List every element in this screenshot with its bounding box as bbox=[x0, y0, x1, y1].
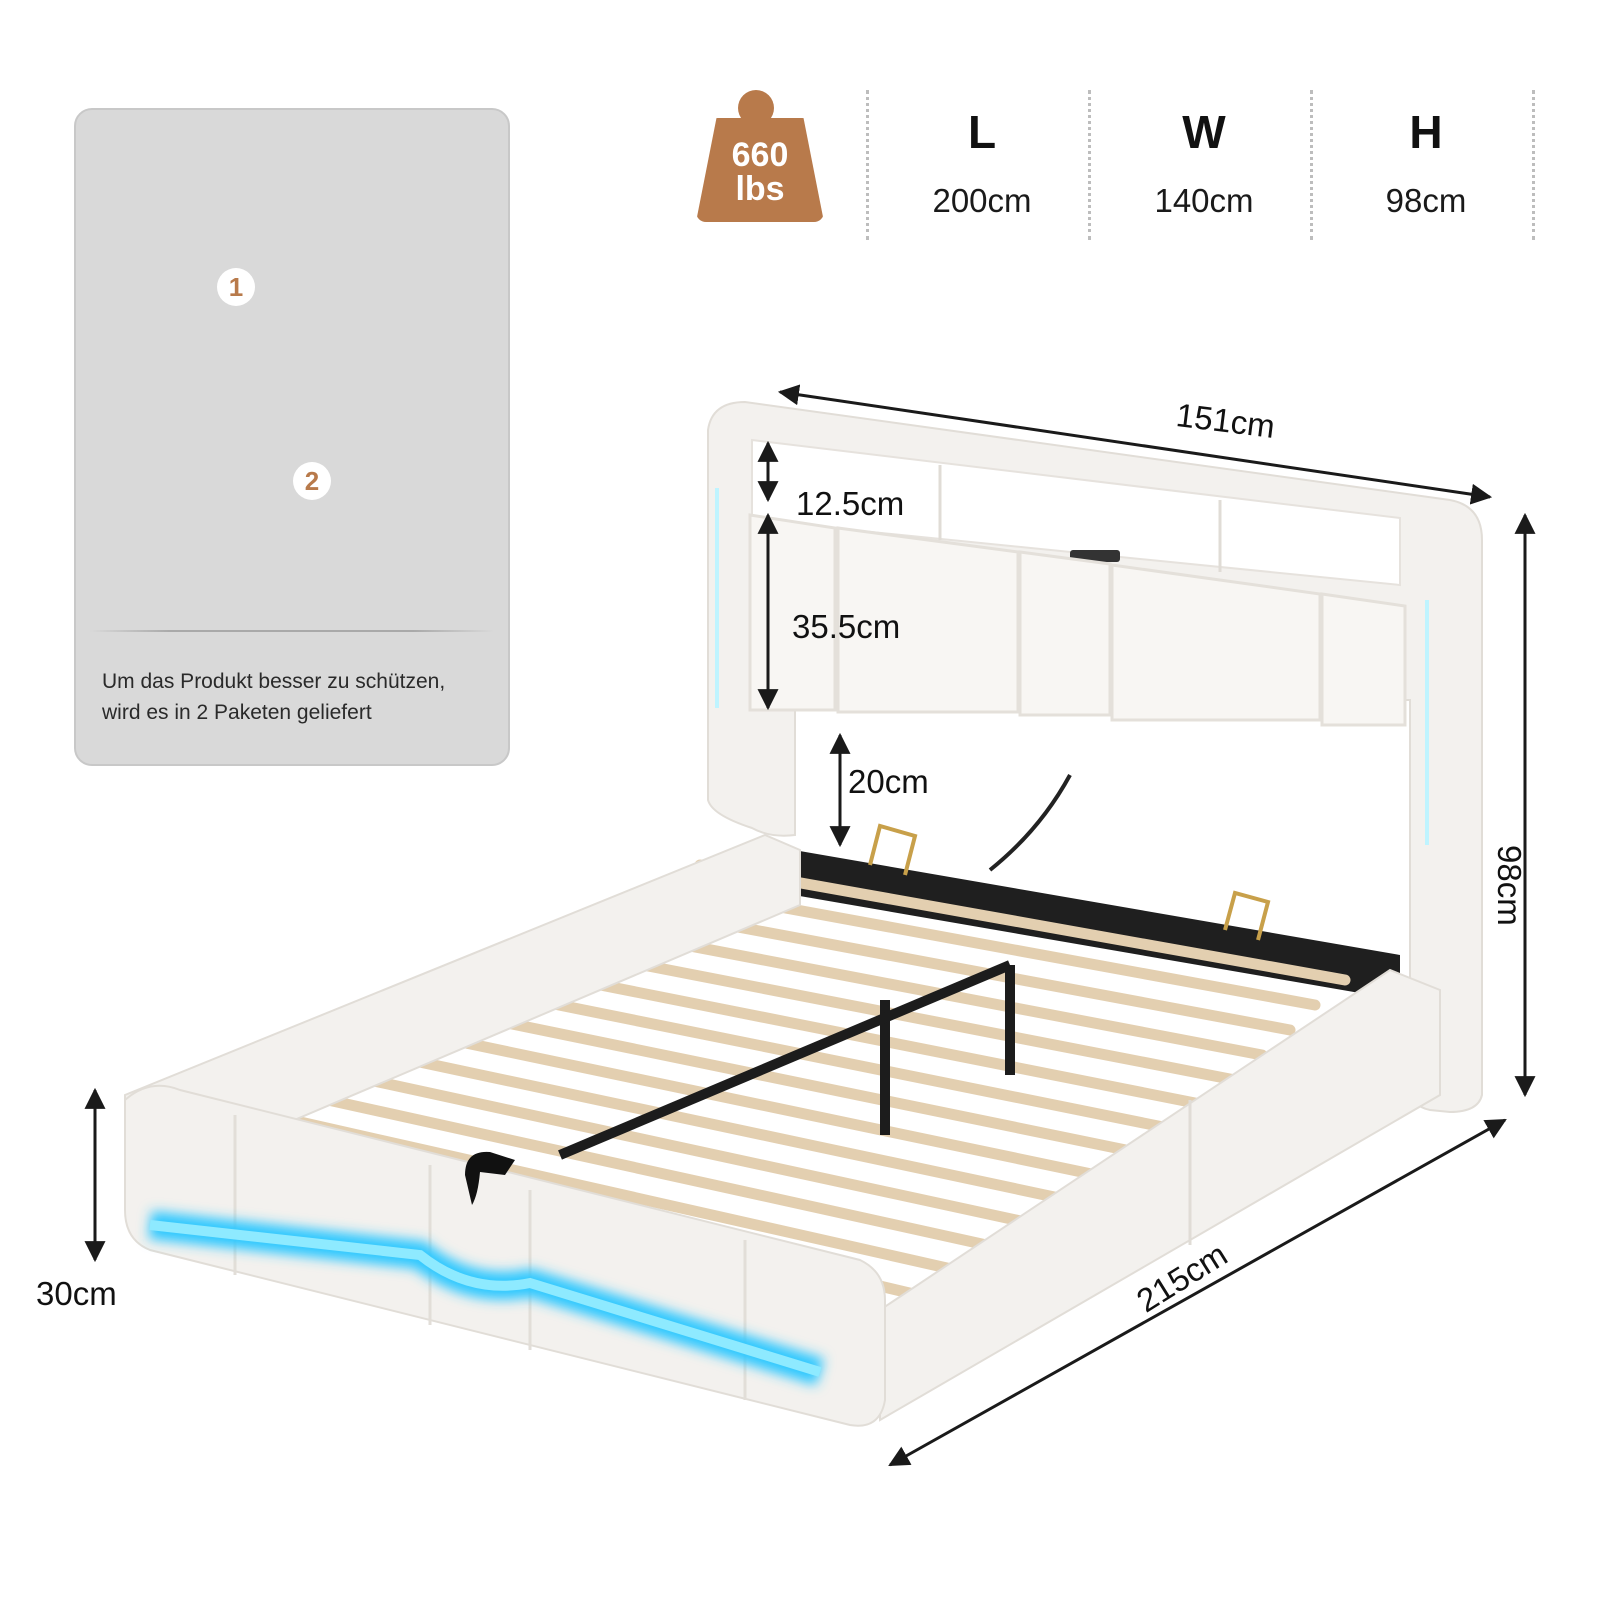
weight-value: 660 bbox=[731, 136, 789, 174]
package-info-card: Um das Produkt besser zu schützen, wird … bbox=[74, 108, 510, 766]
weight-unit: lbs bbox=[735, 170, 785, 208]
spec-bar: 660 lbs L 200cm W 140cm H 98cm bbox=[0, 0, 1600, 260]
divider bbox=[90, 630, 494, 632]
shelf-height-label: 12.5cm bbox=[796, 485, 905, 522]
height-value: 98cm bbox=[1385, 182, 1467, 219]
spec-separator bbox=[1088, 90, 1091, 240]
length-value: 200cm bbox=[932, 182, 1032, 219]
height-label: H bbox=[1409, 106, 1443, 158]
box-2-number: 2 bbox=[304, 466, 320, 496]
box-2-badge: 2 bbox=[293, 462, 331, 500]
length-label: L bbox=[967, 106, 997, 158]
spec-separator bbox=[866, 90, 869, 240]
box-1-badge: 1 bbox=[217, 268, 255, 306]
weight-icon-body bbox=[696, 118, 824, 222]
under-clearance-label: 20cm bbox=[848, 763, 929, 800]
dimension-arrows bbox=[84, 384, 1536, 1467]
weight-label: 660 lbs bbox=[696, 138, 824, 206]
package-note: Um das Produkt besser zu schützen, wird … bbox=[102, 670, 446, 724]
total-height-label: 98cm bbox=[1491, 845, 1528, 926]
width-label: W bbox=[1182, 106, 1226, 158]
frame-height-label: 30cm bbox=[36, 1275, 117, 1312]
spec-separator bbox=[1310, 90, 1313, 240]
spec-separator bbox=[1532, 90, 1535, 240]
panel-height-label: 35.5cm bbox=[792, 608, 901, 645]
box-1-number: 1 bbox=[228, 272, 244, 302]
width-value: 140cm bbox=[1154, 182, 1254, 219]
